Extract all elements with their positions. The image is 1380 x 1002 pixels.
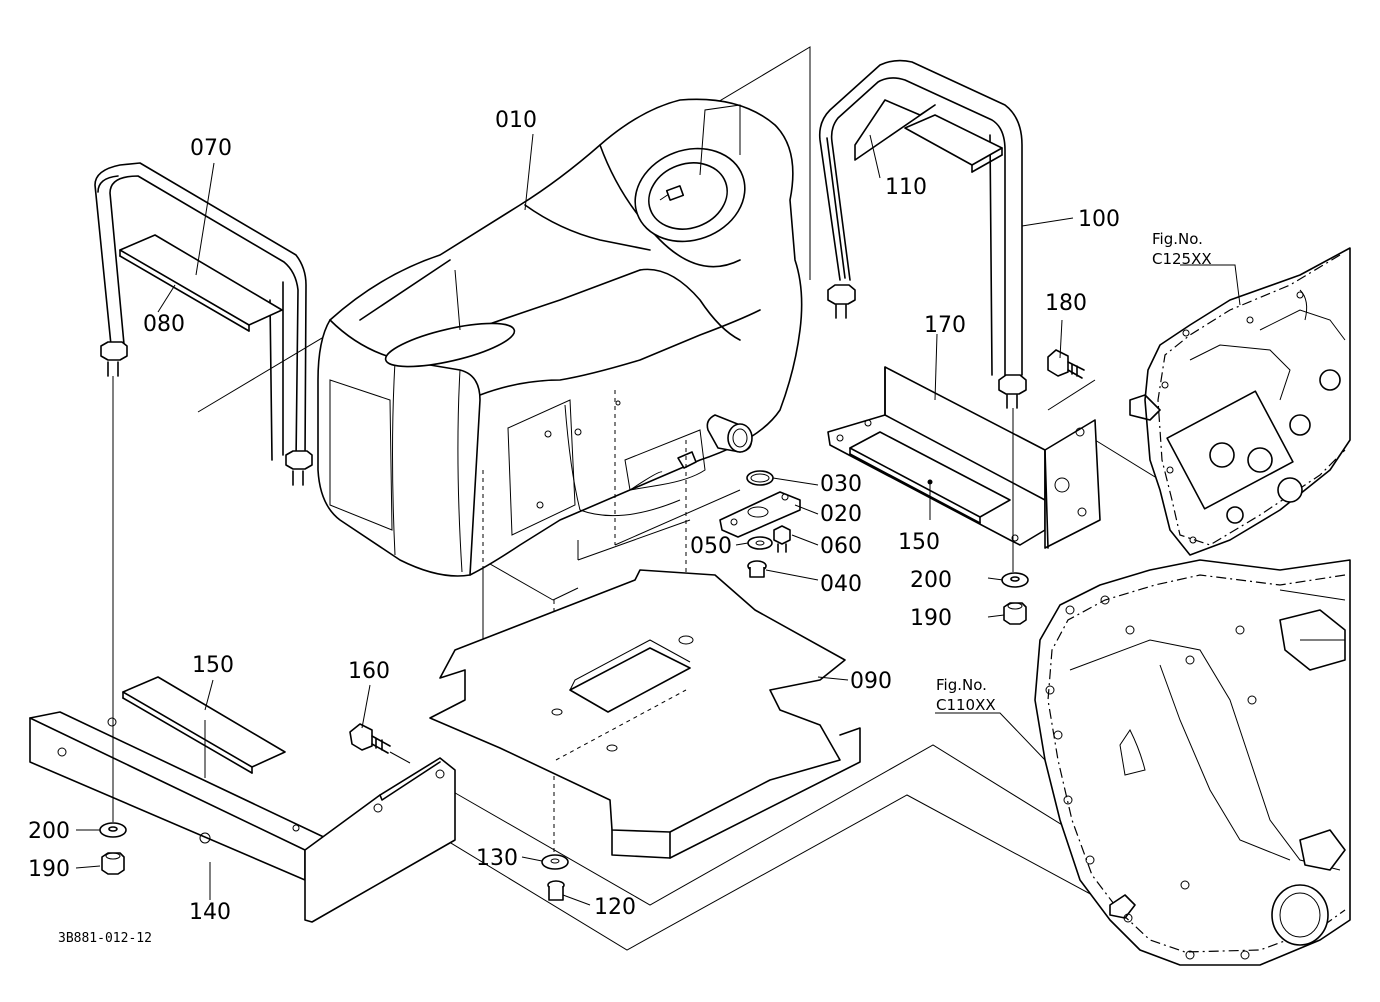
label-070[interactable]: 070 xyxy=(190,136,232,161)
plate-hidden-lines xyxy=(555,689,687,761)
assembly-guide-lines xyxy=(197,46,1161,951)
leader-lines xyxy=(75,133,1241,906)
label-150-right[interactable]: 150 xyxy=(898,530,940,555)
fig-ref-lower-code: C110XX xyxy=(936,696,996,714)
fig-ref-c125xx[interactable]: Fig.No. C125XX xyxy=(1152,230,1212,268)
label-180[interactable]: 180 xyxy=(1045,291,1087,316)
fig-ref-upper-title: Fig.No. xyxy=(1152,230,1203,248)
diagram-code: 3B881-012-12 xyxy=(58,931,152,946)
bolt-160[interactable] xyxy=(349,723,411,764)
fig-ref-lower-title: Fig.No. xyxy=(936,676,987,694)
label-200-left[interactable]: 200 xyxy=(28,819,70,844)
label-190-right[interactable]: 190 xyxy=(910,606,952,631)
label-170[interactable]: 170 xyxy=(924,313,966,338)
nut-190-right[interactable] xyxy=(1003,602,1027,625)
washer-200-left[interactable] xyxy=(99,822,127,838)
nut-190-left[interactable] xyxy=(101,852,125,875)
label-110[interactable]: 110 xyxy=(885,175,927,200)
label-120[interactable]: 120 xyxy=(594,895,636,920)
bolt-right-lower xyxy=(998,374,1027,409)
label-140[interactable]: 140 xyxy=(189,900,231,925)
bolt-120[interactable] xyxy=(547,880,565,901)
label-160[interactable]: 160 xyxy=(348,659,390,684)
part-labels: 010 070 080 110 100 170 180 030 020 050 … xyxy=(28,108,1120,925)
plate-020[interactable] xyxy=(719,491,801,538)
fuel-tank-010[interactable] xyxy=(317,98,803,577)
label-030[interactable]: 030 xyxy=(820,472,862,497)
fig-ref-c110xx[interactable]: Fig.No. C110XX xyxy=(936,676,996,714)
fig-ref-upper-code: C125XX xyxy=(1152,250,1212,268)
housing-c110xx xyxy=(1034,559,1351,966)
label-190-left[interactable]: 190 xyxy=(28,857,70,882)
rubber-pad-110[interactable] xyxy=(854,99,1003,173)
label-080[interactable]: 080 xyxy=(143,312,185,337)
label-020[interactable]: 020 xyxy=(820,502,862,527)
bolt-040[interactable] xyxy=(747,560,767,578)
label-040[interactable]: 040 xyxy=(820,572,862,597)
label-200-right[interactable]: 200 xyxy=(910,568,952,593)
rubber-pad-150-right[interactable] xyxy=(849,431,1011,524)
bolt-180[interactable] xyxy=(1047,349,1085,379)
bolt-left-lower xyxy=(285,450,313,486)
o-ring-030[interactable] xyxy=(746,470,774,486)
label-010[interactable]: 010 xyxy=(495,108,537,133)
housing-c125xx xyxy=(1129,247,1351,556)
washer-050[interactable] xyxy=(747,536,773,550)
bolt-060[interactable] xyxy=(773,525,791,553)
rubber-pad-150-left[interactable] xyxy=(122,676,286,778)
label-090[interactable]: 090 xyxy=(850,669,892,694)
tank-stay-140[interactable] xyxy=(29,711,456,923)
plate-090[interactable] xyxy=(429,569,861,859)
label-050[interactable]: 050 xyxy=(690,534,732,559)
washer-130[interactable] xyxy=(541,854,569,870)
bolt-left-upper xyxy=(100,341,128,377)
label-100[interactable]: 100 xyxy=(1078,207,1120,232)
label-150-left[interactable]: 150 xyxy=(192,653,234,678)
label-130[interactable]: 130 xyxy=(476,846,518,871)
bolt-right-upper xyxy=(827,284,856,319)
tank-band-100[interactable] xyxy=(818,59,1023,381)
label-060[interactable]: 060 xyxy=(820,534,862,559)
rubber-pad-080[interactable] xyxy=(119,234,283,332)
washer-200-right[interactable] xyxy=(1001,572,1029,588)
